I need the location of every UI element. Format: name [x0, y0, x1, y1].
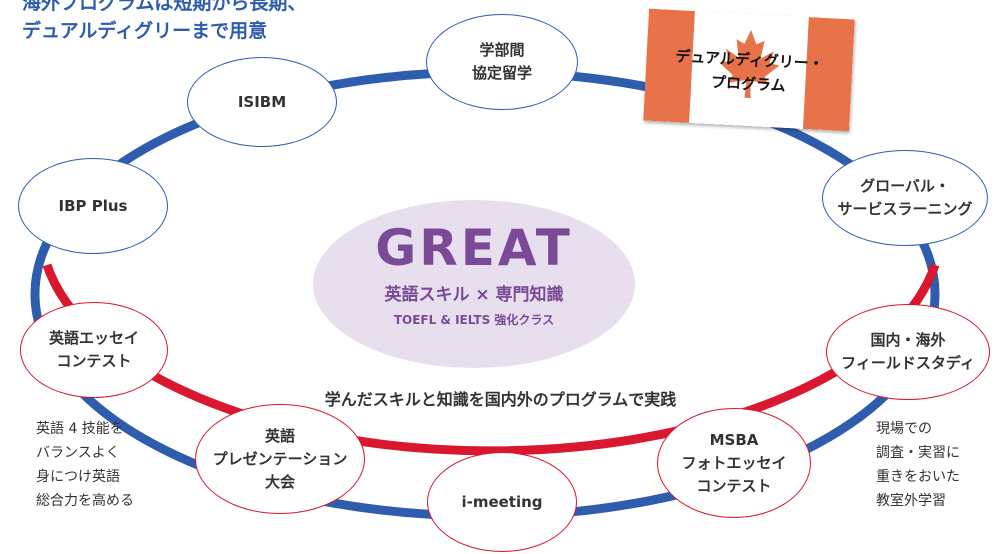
node-gakubu-line-1: 学部間: [479, 41, 525, 59]
node-ibp-label: IBP Plus: [58, 196, 128, 215]
node-presentation-line-1: 英語: [264, 426, 295, 445]
great-center: GREAT 英語スキル × 専門知識 TOEFL & IELTS 強化クラス: [313, 200, 635, 368]
node-gakubu-line-2: 協定留学: [471, 64, 532, 82]
great-subtitle: 英語スキル × 専門知識: [384, 285, 564, 305]
left-note-line-1: 英語 4 技能を: [36, 421, 124, 437]
node-global-line-2: サービスラーニング: [837, 200, 973, 218]
maple-leaf-icon: [719, 30, 780, 99]
node-field-study: 国内・海外 フィールドスタディ: [826, 304, 990, 400]
node-english-essay: 英語エッセイ コンテスト: [20, 302, 168, 398]
node-gakubu-kan: 学部間 協定留学: [426, 14, 578, 110]
node-i-meeting: i-meeting: [427, 452, 577, 552]
node-msba-line-3: コンテスト: [696, 476, 772, 495]
node-isibm-label: ISIBM: [237, 92, 287, 111]
great-toefl-ielts: TOEFL & IELTS 強化クラス: [393, 313, 555, 327]
node-presentation-line-2: プレゼンテーション: [212, 449, 348, 468]
heading-line-1: 海外プログラムは短期から長期、: [22, 0, 307, 14]
left-note: 英語 4 技能を バランスよく 身につけ英語 総合力を高める: [36, 417, 134, 513]
node-english-presentation: 英語 プレゼンテーション 大会: [195, 404, 365, 514]
left-note-line-2: バランスよく: [36, 445, 120, 461]
great-title: GREAT: [375, 219, 573, 277]
right-note-line-3: 重きをおいた: [876, 469, 960, 485]
node-isibm: ISIBM: [187, 57, 337, 147]
right-note-line-1: 現場での: [876, 421, 932, 437]
node-global-service-learning: グローバル・ サービスラーニング: [822, 150, 988, 246]
node-field-line-2: フィールドスタディ: [841, 354, 975, 372]
left-note-line-4: 総合力を高める: [36, 493, 134, 509]
right-note: 現場での 調査・実習に 重きをおいた 教室外学習: [876, 417, 960, 513]
node-global-line-1: グローバル・: [860, 177, 950, 195]
node-msba-line-1: MSBA: [709, 430, 759, 449]
node-ibp-plus: IBP Plus: [18, 158, 168, 254]
node-msba-photo-essay: MSBA フォトエッセイ コンテスト: [657, 408, 811, 518]
node-field-line-1: 国内・海外: [870, 331, 946, 349]
left-note-line-3: 身につけ英語: [36, 469, 120, 485]
heading-line-2: デュアルディグリーまで用意: [22, 20, 268, 42]
node-imeeting-label: i-meeting: [461, 492, 543, 511]
right-note-line-4: 教室外学習: [876, 493, 946, 509]
node-essay-line-1: 英語エッセイ: [48, 329, 139, 347]
node-essay-line-2: コンテスト: [56, 352, 132, 370]
node-msba-line-2: フォトエッセイ: [681, 453, 787, 472]
node-presentation-line-3: 大会: [264, 472, 295, 491]
right-note-line-2: 調査・実習に: [876, 445, 960, 461]
practice-caption: 学んだスキルと知識を国内外のプログラムで実践: [324, 390, 677, 409]
dual-degree-flag: デュアルディグリー・ プログラム: [643, 8, 855, 132]
